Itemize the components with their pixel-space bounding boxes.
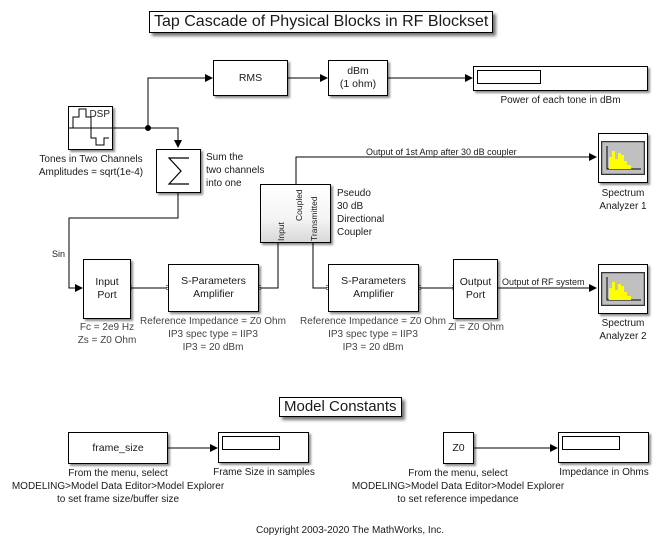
amp1-caption-line: IP3 = 20 dBm <box>182 342 244 353</box>
amp2-label: S-Parameters <box>341 275 406 287</box>
dbm-block[interactable]: dBm (1 ohm) <box>328 60 388 96</box>
amp1-caption-line: IP3 spec type = IIP3 <box>168 329 258 340</box>
coupler-caption-line: Coupler <box>337 227 373 238</box>
coupler-caption-line: Pseudo <box>337 188 371 199</box>
port-label-input: Input <box>276 222 286 241</box>
output-port-block[interactable]: Output Port <box>453 259 498 319</box>
sum-caption-line: Sum the <box>206 152 244 163</box>
port-label-coupled: Coupled <box>294 189 304 221</box>
two-channel-waveform-icon <box>69 108 112 146</box>
z0-display-block[interactable] <box>558 432 649 463</box>
display-value-field <box>477 70 541 84</box>
coupler-caption-line: Directional <box>337 214 385 225</box>
frame-size-caption-line: MODELING>Model Data Editor>Model Explore… <box>11 481 225 492</box>
amp2-caption-line: Reference Impedance = Z0 Ohm <box>300 316 446 327</box>
diagram-title: Tap Cascade of Physical Blocks in RF Blo… <box>149 11 494 33</box>
z0-caption-line: to set reference impedance <box>397 494 519 505</box>
frame-size-constant-block[interactable]: frame_size <box>68 432 168 464</box>
port-label-transmitted: Transmitted <box>309 196 319 241</box>
frame-size-caption: From the menu, select MODELING>Model Dat… <box>8 467 228 506</box>
z0-constant-block[interactable]: Z0 <box>443 432 474 464</box>
input-port-sublabel: Port <box>97 289 117 301</box>
dbm-label: dBm <box>347 65 369 77</box>
source-caption-line: Amplitudes = sqrt(1e-4) <box>38 167 144 178</box>
model-constants-title: Model Constants <box>279 397 402 417</box>
line-sum-input[interactable] <box>68 193 179 292</box>
spectrum-analyzer-1[interactable] <box>598 133 648 183</box>
output-port-caption: Zl = Z0 Ohm <box>448 322 504 333</box>
sum-caption: Sum the two channels into one <box>206 151 264 190</box>
line-to-rms[interactable] <box>147 74 213 128</box>
dsp-source-block[interactable]: DSP <box>68 106 113 150</box>
line-coupler-amp2[interactable] <box>312 243 327 289</box>
s-parameters-amplifier-1[interactable]: S-Parameters Amplifier <box>168 264 259 312</box>
frame-size-display-caption: Frame Size in samples <box>213 467 315 478</box>
output-port-label: Output <box>459 276 492 288</box>
amp2-caption: Reference Impedance = Z0 Ohm IP3 spec ty… <box>293 315 453 354</box>
coupler-caption-line: 30 dB <box>337 201 364 212</box>
input-port-caption-line: Zs = Z0 Ohm <box>77 335 137 346</box>
signal-label-sin: Sin <box>52 249 66 259</box>
dsp-label: DSP <box>89 109 110 120</box>
spectrum-analyzer-1-caption: Spectrum Analyzer 1 <box>588 187 658 213</box>
spectrum-scope-icon <box>601 272 645 306</box>
amp2-sublabel: Amplifier <box>353 288 394 300</box>
spectrum1-caption-line: Spectrum <box>601 188 645 199</box>
z0-caption: From the menu, select MODELING>Model Dat… <box>348 467 568 506</box>
sigma-icon <box>167 157 189 185</box>
source-caption: Tones in Two Channels Amplitudes = sqrt(… <box>36 153 146 179</box>
spectrum-scope-icon <box>601 141 645 175</box>
directional-coupler-block[interactable]: Input Coupled Transmitted <box>260 184 331 243</box>
z0-caption-line: MODELING>Model Data Editor>Model Explore… <box>351 481 565 492</box>
frame-size-display-block[interactable] <box>218 432 309 463</box>
output-port-sublabel: Port <box>465 289 486 301</box>
z0-display-caption: Impedance in Ohms <box>559 467 649 478</box>
spectrum-analyzer-2[interactable] <box>598 264 648 314</box>
copyright-notice: Copyright 2003-2020 The MathWorks, Inc. <box>255 525 445 536</box>
amp1-caption-line: Reference Impedance = Z0 Ohm <box>140 316 286 327</box>
sum-caption-line: into one <box>206 178 242 189</box>
power-display-caption: Power of each tone in dBm <box>500 95 621 106</box>
spectrum2-caption-line: Analyzer 2 <box>599 331 647 342</box>
input-port-caption: Fc = 2e9 Hz Zs = Z0 Ohm <box>62 321 152 347</box>
input-port-caption-line: Fc = 2e9 Hz <box>79 322 135 333</box>
amp2-caption-line: IP3 spec type = IIP3 <box>328 329 418 340</box>
input-port-block[interactable]: Input Port <box>83 259 131 319</box>
sum-caption-line: two channels <box>206 165 265 176</box>
signal-label-coupled-output: Output of 1st Amp after 30 dB coupler <box>366 147 517 157</box>
display-value-field <box>222 436 280 450</box>
amp1-label: S-Parameters <box>181 275 246 287</box>
dbm-sublabel: (1 ohm) <box>339 78 377 90</box>
line-coupled-spectrum1[interactable] <box>295 153 597 184</box>
amp1-caption: Reference Impedance = Z0 Ohm IP3 spec ty… <box>133 315 293 354</box>
s-parameters-amplifier-2[interactable]: S-Parameters Amplifier <box>328 264 419 312</box>
line-amp1-coupler[interactable] <box>260 243 279 289</box>
rms-block[interactable]: RMS <box>213 60 288 96</box>
source-caption-line: Tones in Two Channels <box>39 154 143 165</box>
line-to-sum[interactable] <box>148 127 182 148</box>
frame-size-caption-line: to set frame size/buffer size <box>56 494 180 505</box>
amp1-sublabel: Amplifier <box>193 288 234 300</box>
spectrum2-caption-line: Spectrum <box>601 318 645 329</box>
input-port-label: Input <box>95 276 119 288</box>
spectrum1-caption-line: Analyzer 1 <box>599 201 647 212</box>
spectrum-analyzer-2-caption: Spectrum Analyzer 2 <box>588 317 658 343</box>
power-display-block[interactable] <box>473 66 648 91</box>
display-value-field <box>562 436 620 450</box>
amp2-caption-line: IP3 = 20 dBm <box>342 342 404 353</box>
z0-caption-line: From the menu, select <box>408 468 508 479</box>
frame-size-caption-line: From the menu, select <box>68 468 168 479</box>
signal-label-rf-output: Output of RF system <box>502 277 585 287</box>
coupler-caption: Pseudo 30 dB Directional Coupler <box>337 187 384 239</box>
sum-block[interactable] <box>156 149 201 193</box>
